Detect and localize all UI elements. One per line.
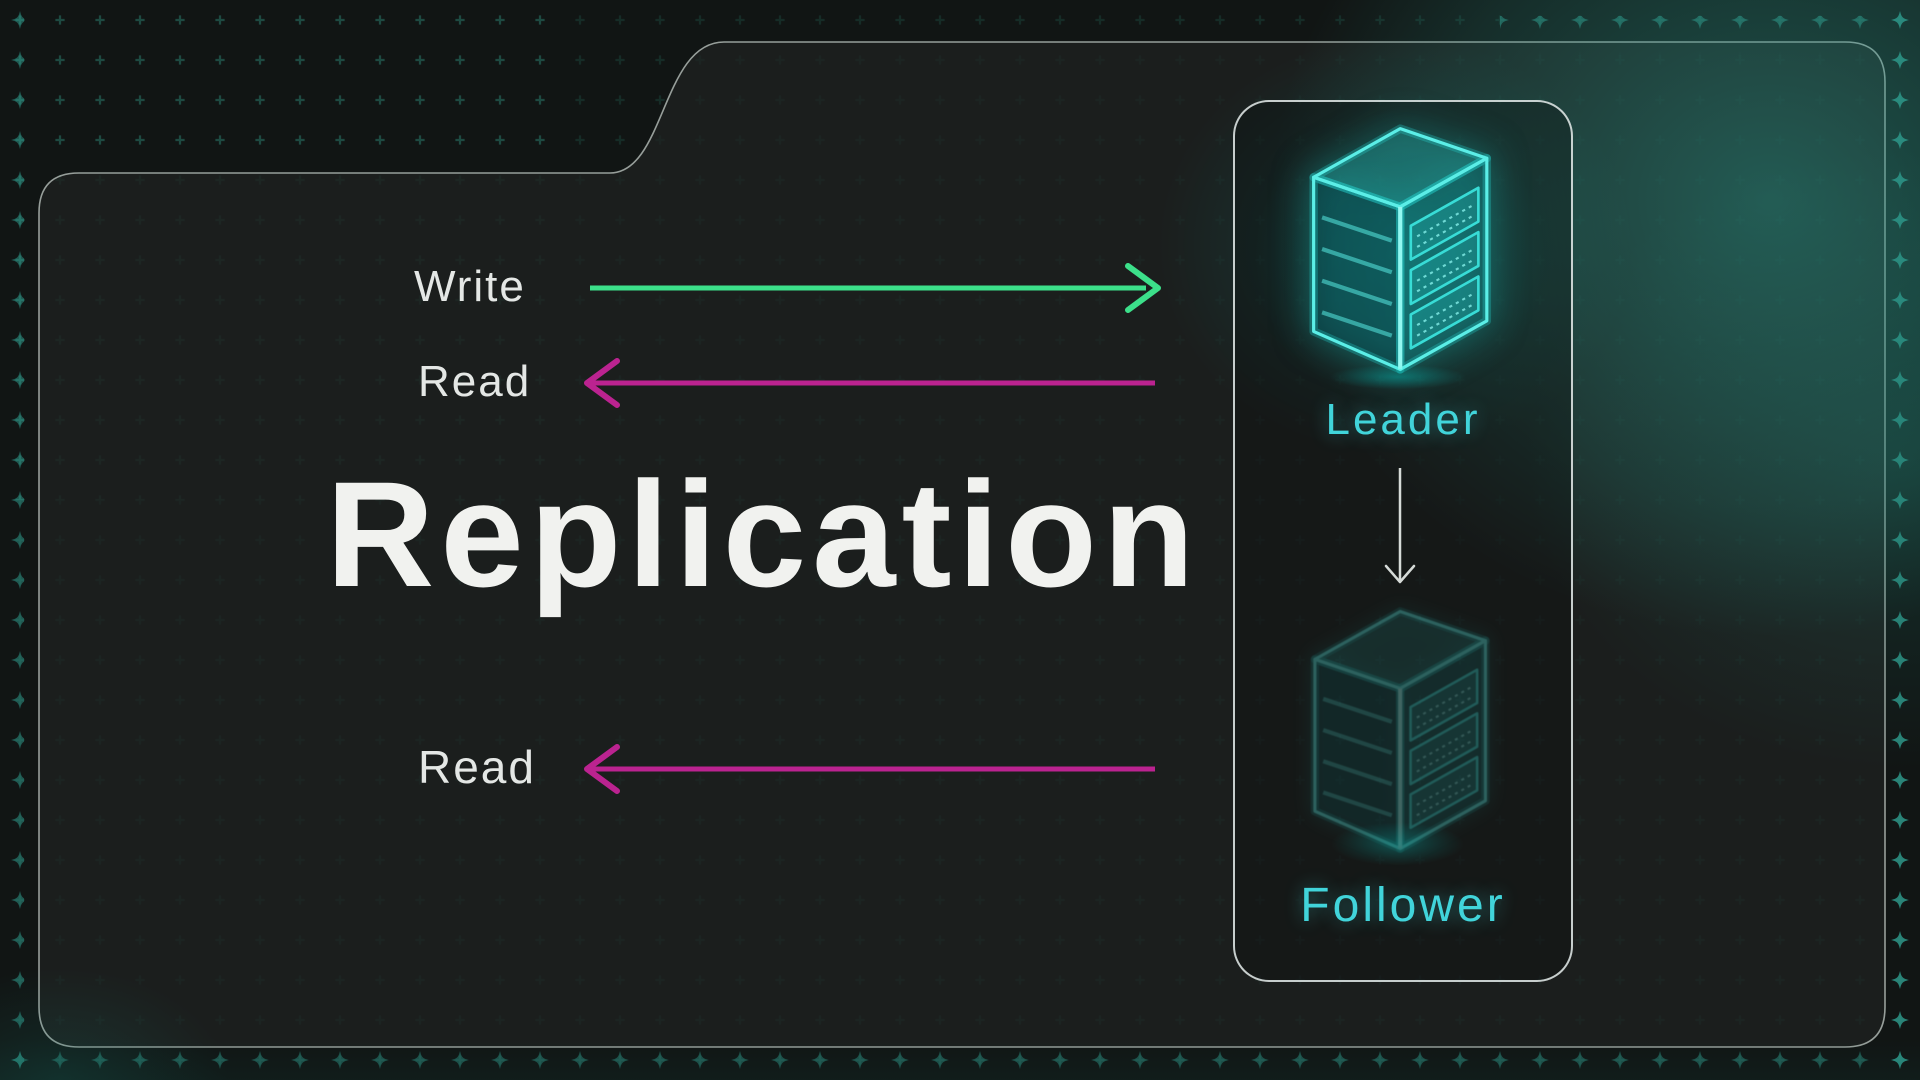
arrow-left-icon xyxy=(584,744,1155,794)
follower-server-icon xyxy=(1292,599,1500,859)
read-bottom-label: Read xyxy=(418,741,536,793)
read-bottom-arrow-head xyxy=(584,744,620,794)
plus-sparkle-topleft xyxy=(0,0,560,500)
read-top-label: Read xyxy=(418,357,532,406)
star-sparkle-right-edge xyxy=(1880,0,1920,1080)
star-sparkle-left-edge xyxy=(0,0,24,1080)
arrow-left-icon xyxy=(584,358,1155,408)
star-sparkle-bottom-edge xyxy=(0,1042,1920,1080)
star-sparkle-top-edge xyxy=(1500,16,1880,56)
leader-label: Leader xyxy=(1325,395,1481,444)
read-top-arrow-head xyxy=(584,358,620,408)
write-arrow-head xyxy=(1125,263,1161,313)
page-title: Replication xyxy=(326,450,1201,618)
write-label: Write xyxy=(414,262,526,311)
leader-server-icon xyxy=(1290,116,1502,380)
arrow-right-icon xyxy=(590,263,1161,313)
follower-label: Follower xyxy=(1300,879,1506,932)
node-panel: Leader Follower xyxy=(1205,62,1595,982)
arrow-down-icon xyxy=(1384,468,1416,584)
